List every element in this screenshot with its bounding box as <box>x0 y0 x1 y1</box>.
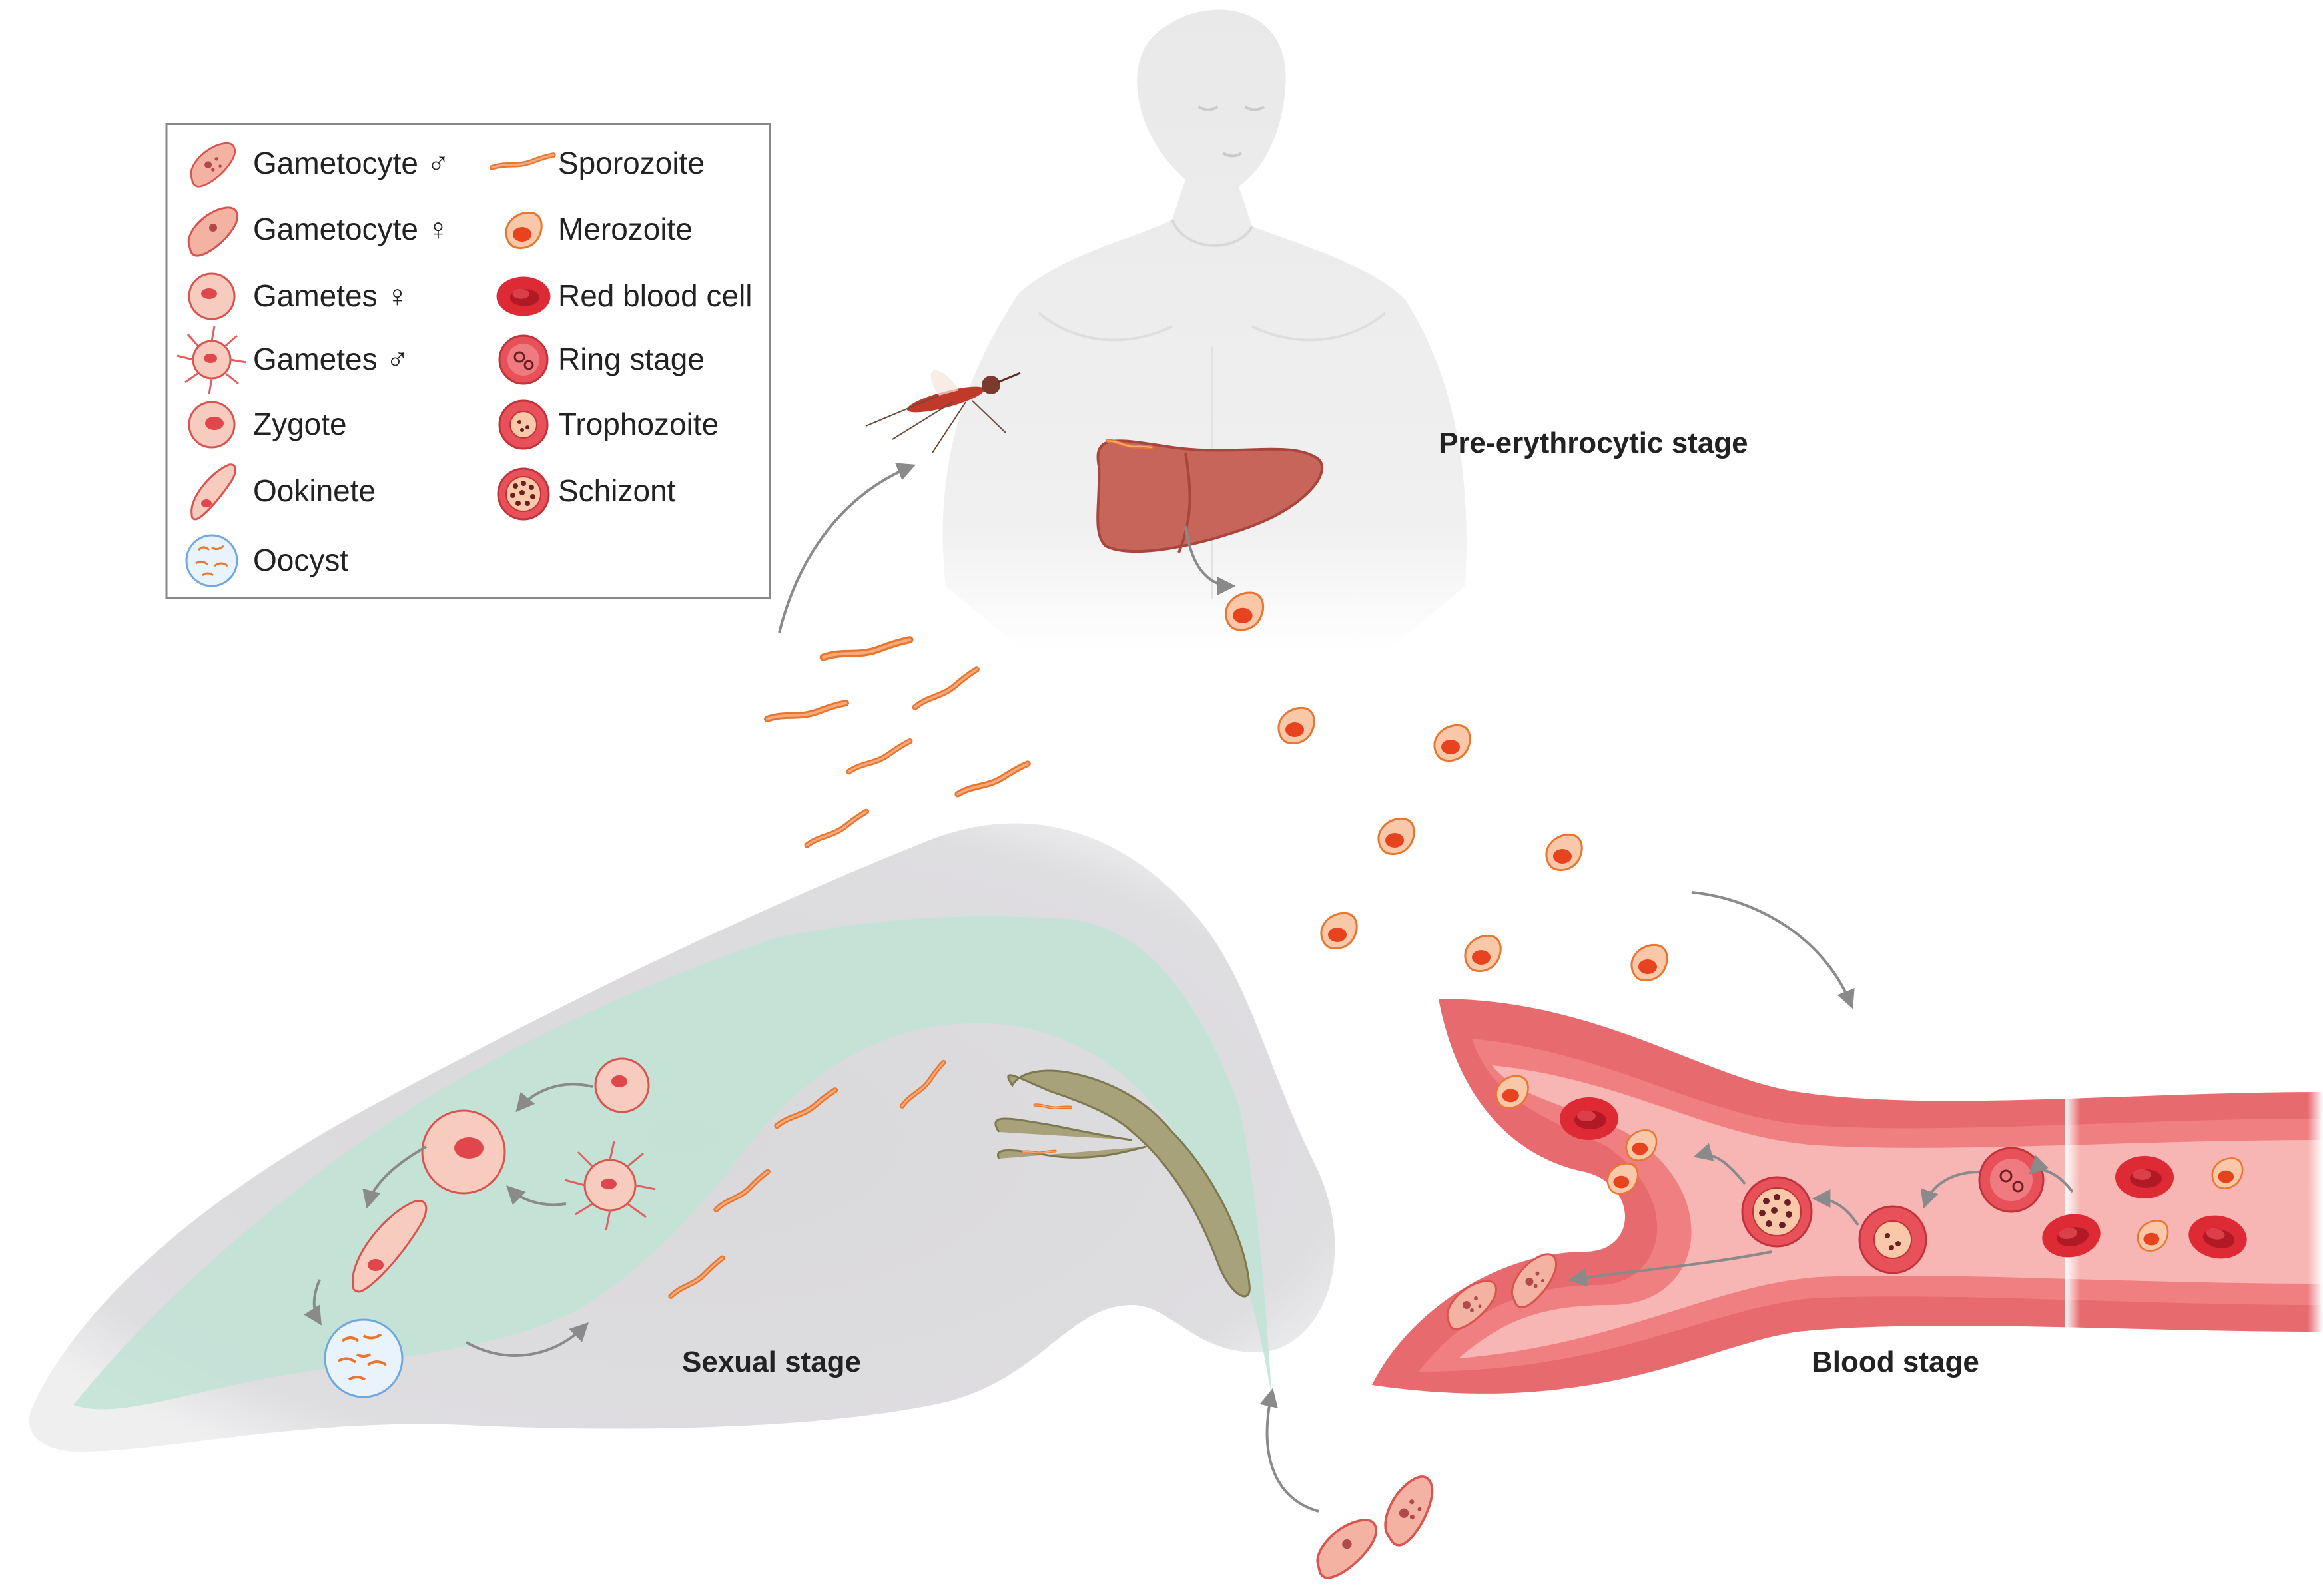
legend-label-gametes-female: Gametes ♀ <box>253 278 409 313</box>
mosquito-icon <box>865 370 1021 453</box>
rbc-1 <box>1560 1097 1618 1140</box>
schizont-cell <box>1741 1176 1813 1248</box>
legend-label-ookinete: Ookinete <box>253 473 376 508</box>
zygote-cell <box>421 1109 506 1195</box>
arrow-schizont-release <box>1693 1143 1746 1185</box>
mosquito-midgut <box>29 823 1335 1452</box>
legend-label-gametocyte-female: Gametocyte ♀ <box>253 212 450 246</box>
arrow-to-gametocytes <box>1568 1250 1772 1287</box>
arrow-zygote-to-ookinete <box>362 1145 427 1209</box>
legend-box <box>165 123 771 599</box>
legend-label-oocyst: Oocyst <box>253 543 348 577</box>
ookinete-cell <box>352 1200 428 1293</box>
liver-illustration <box>1096 433 1323 553</box>
legend-label-gametes-male: Gametes ♂ <box>253 342 409 376</box>
legend-label-schizont: Schizont <box>558 473 676 508</box>
arrow-to-bloodstream <box>1691 891 1855 1009</box>
oocyst-cell <box>324 1318 404 1398</box>
sporozoite-5 <box>954 764 1030 794</box>
legend-label-sporozoite: Sporozoite <box>558 146 705 180</box>
midgut-lumen <box>73 916 1272 1410</box>
human-body <box>942 9 1467 653</box>
merozoite-4 <box>1545 833 1583 872</box>
sporozoite-3 <box>767 703 846 719</box>
sexual-stage-label: Sexual stage <box>682 1346 861 1378</box>
blood-stage-label: Blood stage <box>1812 1346 1979 1378</box>
ring-stage-cell <box>1978 1147 2045 1213</box>
arrow-liver-release <box>1184 525 1236 595</box>
zygote-icon <box>188 401 236 449</box>
ring-stage-icon <box>498 334 549 385</box>
ookinete-icon <box>190 463 236 521</box>
legend-label-ring-stage: Ring stage <box>558 342 705 376</box>
merozoite-1 <box>1277 706 1315 745</box>
pre-erythrocytic-stage-label: Pre-erythrocytic stage <box>1439 427 1748 459</box>
trophozoite-icon <box>498 399 549 450</box>
sporozoite-2 <box>910 670 982 708</box>
gamete-male-icon <box>176 326 247 395</box>
trophozoite-cell <box>1858 1205 1927 1274</box>
legend-label-trophozoite: Trophozoite <box>558 407 719 441</box>
rbc-2 <box>2115 1156 2174 1198</box>
arrow-male-to-zygote <box>506 1185 567 1206</box>
merozoite-3 <box>1377 817 1415 856</box>
merozoite-6 <box>1464 934 1502 973</box>
legend-label-zygote: Zygote <box>253 407 347 441</box>
legend-label-merozoite: Merozoite <box>558 212 693 246</box>
salivary-gland <box>994 1069 1251 1298</box>
blood-cells <box>1446 1075 2250 1330</box>
arrow-gametocytes-to-mosquito <box>1259 1388 1319 1513</box>
sporozoites-cluster <box>767 640 1031 846</box>
gametocyte-female-icon <box>187 206 238 257</box>
merozoites-cluster <box>1277 706 1668 982</box>
merozoite-5 <box>1320 912 1358 950</box>
arrow-oocyst-release <box>466 1322 589 1357</box>
legend-label-red-blood-cell: Red blood cell <box>558 278 753 313</box>
legend-label-gametocyte-male: Gametocyte ♂ <box>253 146 450 180</box>
legend: Gametocyte ♂ Gametocyte ♀ Gametes ♀ Game… <box>165 123 771 599</box>
gametocyte-2 <box>1316 1519 1377 1579</box>
schizont-icon <box>497 467 550 521</box>
red-blood-cell-icon <box>496 276 551 316</box>
arrow-ring-to-trophozoite <box>1920 1171 1980 1209</box>
gametocyte-1 <box>1371 1472 1449 1550</box>
arrow-female-to-zygote <box>515 1083 593 1113</box>
gamete-female-icon <box>188 272 236 320</box>
blood-vessel <box>1372 999 2323 1394</box>
female-gamete-cell <box>594 1057 650 1113</box>
arrow-merozoite-to-ring <box>2029 1155 2074 1193</box>
merozoite-2 <box>1433 724 1471 762</box>
sporozoite-4 <box>845 741 913 772</box>
sexual-stage-cells <box>324 1057 656 1398</box>
oocyst-icon <box>185 534 238 587</box>
arrow-ookinete-to-oocyst <box>304 1279 322 1326</box>
sporozoite-1 <box>823 640 910 657</box>
arrow-trophozoite-to-schizont <box>1812 1189 1859 1226</box>
merozoite-7 <box>1630 943 1668 982</box>
male-gamete-cell <box>564 1141 656 1231</box>
sporozoite-6 <box>803 812 870 845</box>
arrow-to-mosquito-bite <box>778 463 916 633</box>
